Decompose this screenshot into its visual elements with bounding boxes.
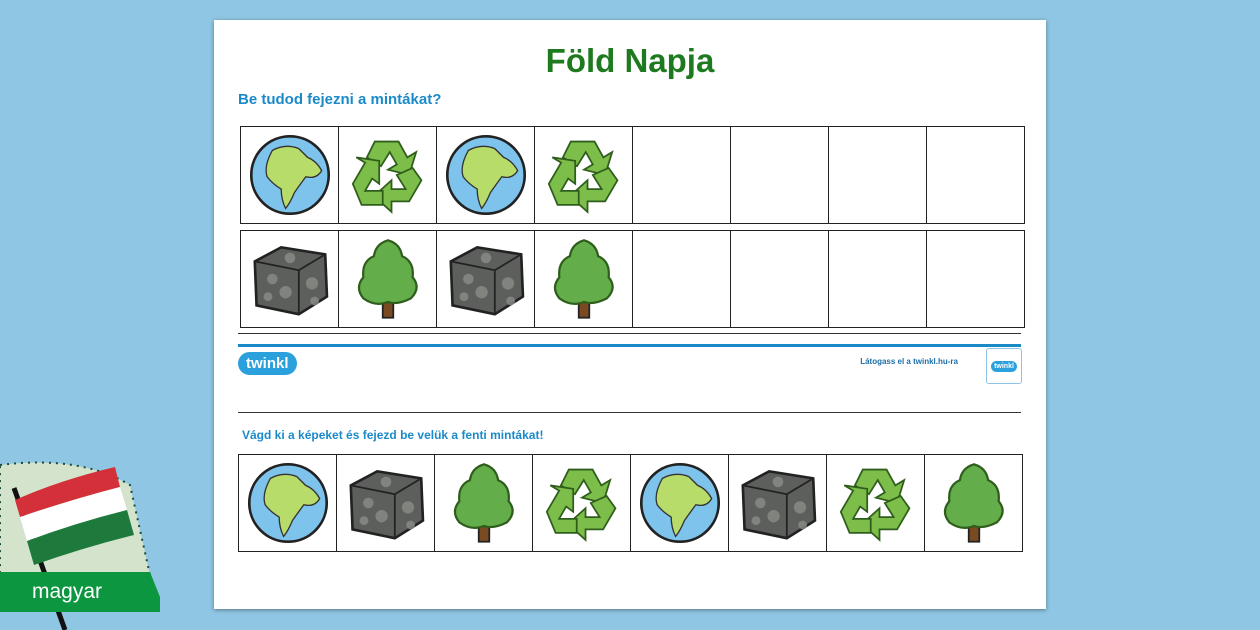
cell-tree — [535, 231, 633, 327]
empty-cell[interactable] — [633, 231, 731, 327]
cutout-row — [238, 454, 1023, 552]
empty-cell[interactable] — [927, 231, 1024, 327]
subtitle: Be tudod fejezni a mintákat? — [238, 91, 442, 108]
recycle-icon — [344, 131, 432, 219]
cell-recycle — [827, 455, 925, 551]
page-title: Föld Napja — [545, 42, 715, 79]
recycle-icon — [540, 131, 628, 219]
empty-cell[interactable] — [829, 231, 927, 327]
recycle-icon — [832, 459, 920, 547]
cell-globe — [631, 455, 729, 551]
hungarian-flag-icon — [0, 461, 152, 630]
tree-icon — [344, 235, 432, 323]
divider-blue — [238, 344, 1021, 347]
empty-cell[interactable] — [829, 127, 927, 223]
website-link[interactable]: Látogass el a twinkl.hu-ra — [860, 357, 958, 366]
cut-line — [238, 412, 1021, 413]
cell-recycle — [533, 455, 631, 551]
globe-icon — [244, 459, 332, 547]
rock-icon — [342, 459, 430, 547]
empty-cell[interactable] — [633, 127, 731, 223]
instruction: Vágd ki a képeket és fejezd be velük a f… — [242, 428, 544, 442]
divider — [238, 333, 1021, 334]
empty-cell[interactable] — [731, 231, 829, 327]
cell-tree — [435, 455, 533, 551]
cell-rock — [337, 455, 435, 551]
empty-cell[interactable] — [731, 127, 829, 223]
rock-icon — [734, 459, 822, 547]
cell-rock — [729, 455, 827, 551]
rock-icon — [246, 235, 334, 323]
cell-rock — [241, 231, 339, 327]
globe-icon — [442, 131, 530, 219]
globe-icon — [636, 459, 724, 547]
empty-cell[interactable] — [927, 127, 1024, 223]
quality-badge: twinkl — [986, 348, 1022, 384]
cell-recycle — [535, 127, 633, 223]
recycle-icon — [538, 459, 626, 547]
cell-recycle — [339, 127, 437, 223]
pattern-row-1 — [240, 126, 1025, 224]
cell-globe — [239, 455, 337, 551]
tree-icon — [540, 235, 628, 323]
tree-icon — [440, 459, 528, 547]
cell-globe — [241, 127, 339, 223]
cell-globe — [437, 127, 535, 223]
twinkl-logo[interactable]: twinkl — [238, 352, 297, 375]
pattern-row-2 — [240, 230, 1025, 328]
cell-tree — [925, 455, 1022, 551]
tree-icon — [930, 459, 1018, 547]
cell-tree — [339, 231, 437, 327]
cell-rock — [437, 231, 535, 327]
globe-icon — [246, 131, 334, 219]
worksheet: Föld Napja Be tudod fejezni a mintákat? … — [214, 20, 1046, 609]
rock-icon — [442, 235, 530, 323]
language-label: magyar — [0, 572, 160, 612]
